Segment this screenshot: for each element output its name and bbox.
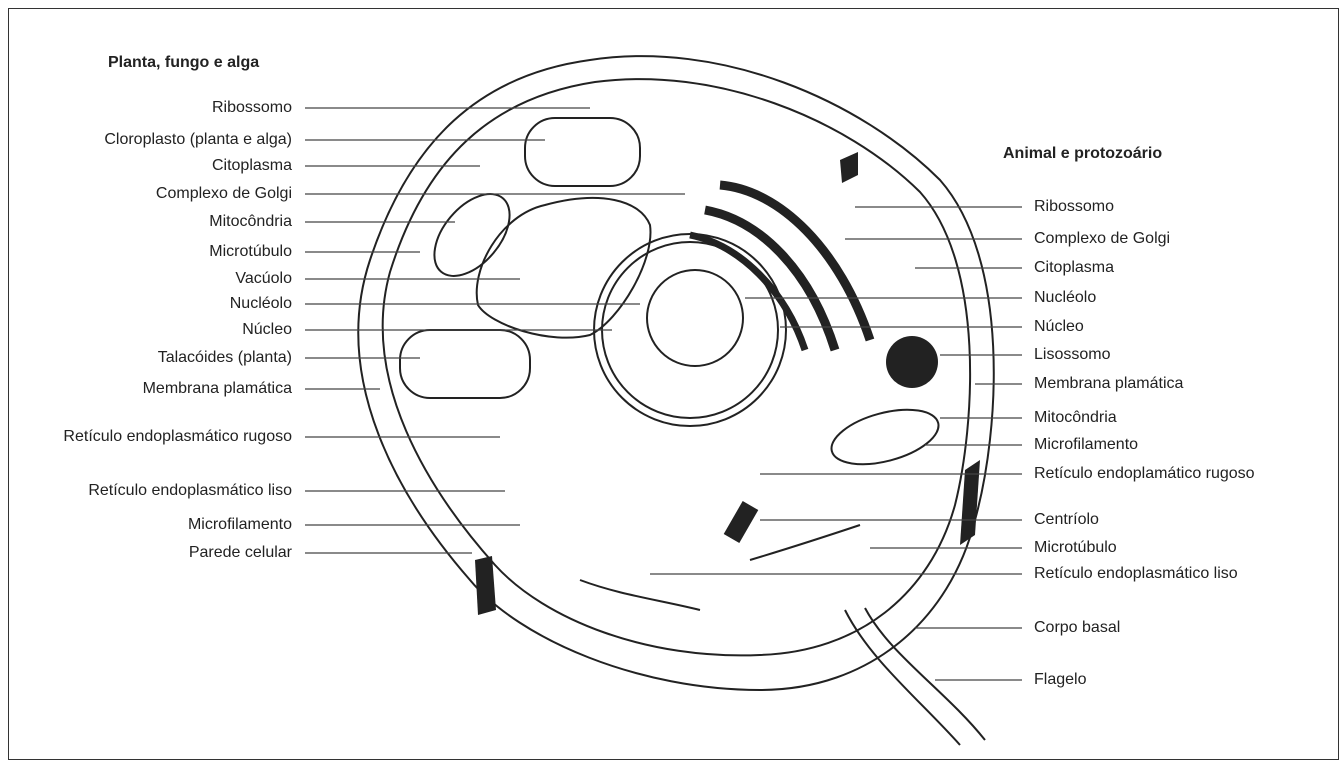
left-label-mitocondria: Mitocôndria (209, 213, 292, 231)
centriole (724, 501, 759, 543)
right-label-reticulo-rugoso: Retículo endoplamático rugoso (1034, 465, 1255, 483)
right-label-lisossomo: Lisossomo (1034, 346, 1110, 364)
left-label-microtubulo: Microtúbulo (209, 243, 292, 261)
nuclear-envelope (594, 234, 786, 426)
left-label-reticulo-liso: Retículo endoplasmático liso (88, 482, 292, 500)
left-label-complexo-de-golgi: Complexo de Golgi (156, 185, 292, 203)
right-label-centriolo: Centríolo (1034, 511, 1099, 529)
right-label-nucleolo: Nucléolo (1034, 289, 1096, 307)
right-label-flagelo: Flagelo (1034, 671, 1086, 689)
left-label-ribossomo: Ribossomo (212, 99, 292, 117)
wall-section (475, 556, 496, 615)
left-label-citoplasma: Citoplasma (212, 157, 292, 175)
lysosome (886, 336, 938, 388)
right-label-microtubulo: Microtúbulo (1034, 539, 1117, 557)
right-label-mitocondria: Mitocôndria (1034, 409, 1117, 427)
left-label-microfilamento: Microfilamento (188, 516, 292, 534)
mitochondrion-right (826, 400, 945, 475)
left-label-reticulo-rugoso: Retículo endoplasmático rugoso (63, 428, 292, 446)
right-label-reticulo-liso: Retículo endoplasmático liso (1034, 565, 1238, 583)
left-label-parede-celular: Parede celular (189, 544, 292, 562)
vacuole (477, 198, 651, 338)
mitochondrion-left (420, 180, 525, 290)
right-label-ribossomo: Ribossomo (1034, 198, 1114, 216)
right-label-corpo-basal: Corpo basal (1034, 619, 1120, 637)
right-label-complexo-de-golgi: Complexo de Golgi (1034, 230, 1170, 248)
right-label-citoplasma: Citoplasma (1034, 259, 1114, 277)
right-label-microfilamento: Microfilamento (1034, 436, 1138, 454)
left-label-membrana-plamatica: Membrana plamática (143, 380, 292, 398)
left-label-nucleo: Núcleo (242, 321, 292, 339)
right-label-nucleo: Núcleo (1034, 318, 1084, 336)
left-label-talacoides: Talacóides (planta) (158, 349, 292, 367)
microtubule (750, 525, 860, 560)
nucleolus (647, 270, 743, 366)
flagellum (845, 610, 960, 745)
left-label-cloroplasto: Cloroplasto (planta e alga) (104, 131, 292, 149)
chloroplast-left (400, 330, 530, 398)
left-label-nucleolo: Nucléolo (230, 295, 292, 313)
left-label-vacuolo: Vacúolo (235, 270, 292, 288)
chloroplast-top (525, 118, 640, 186)
right-label-membrana-plamatica: Membrana plamática (1034, 375, 1183, 393)
